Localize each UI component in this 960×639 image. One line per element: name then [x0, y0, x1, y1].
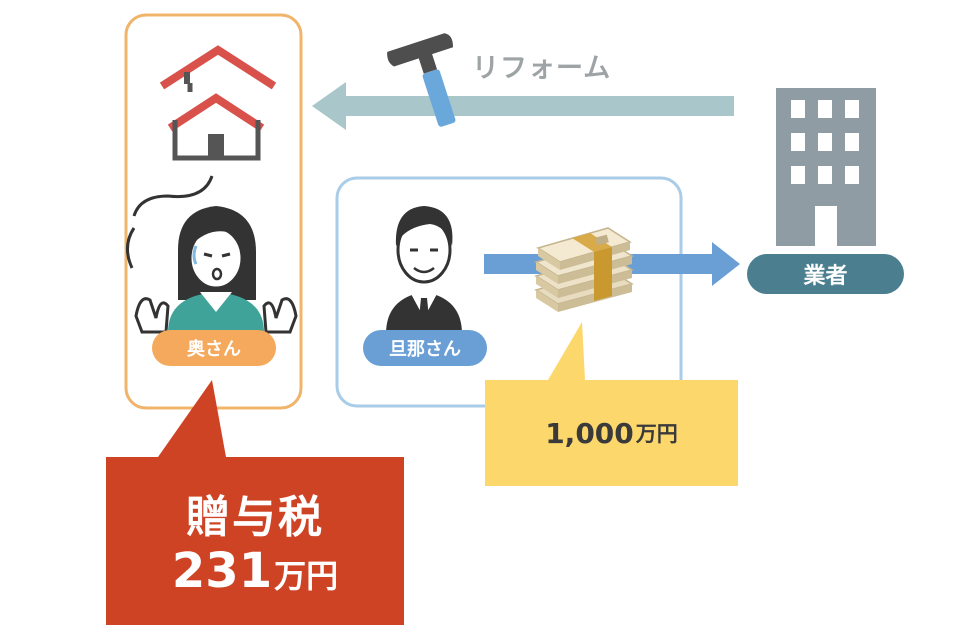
husband-pill: 旦那さん — [363, 330, 487, 366]
payment-amount-unit: 万円 — [635, 422, 678, 446]
tax-amount: 231万円 — [106, 543, 404, 599]
husband-label: 旦那さん — [389, 339, 461, 360]
husband-icon — [386, 206, 462, 334]
contractor-label: 業者 — [803, 264, 848, 289]
reform-label: リフォーム — [472, 53, 612, 84]
tax-amount-unit: 万円 — [274, 557, 339, 595]
wife-icon — [126, 175, 298, 334]
tax-box: 贈与税 231万円 — [106, 457, 404, 625]
wife-label: 奥さん — [187, 339, 241, 360]
house-icon — [159, 45, 277, 161]
tax-callout — [106, 380, 404, 625]
tax-title: 贈与税 — [186, 492, 324, 543]
building-icon — [776, 88, 876, 246]
contractor-pill: 業者 — [747, 254, 904, 294]
money-callout — [485, 322, 738, 486]
money-bundle-icon — [534, 227, 634, 312]
hammer-icon — [387, 33, 456, 127]
wife-pill: 奥さん — [152, 330, 276, 366]
reform-arrow — [312, 82, 734, 130]
payment-amount-number: 1,000 — [545, 416, 634, 450]
tax-amount-number: 231 — [171, 543, 273, 599]
